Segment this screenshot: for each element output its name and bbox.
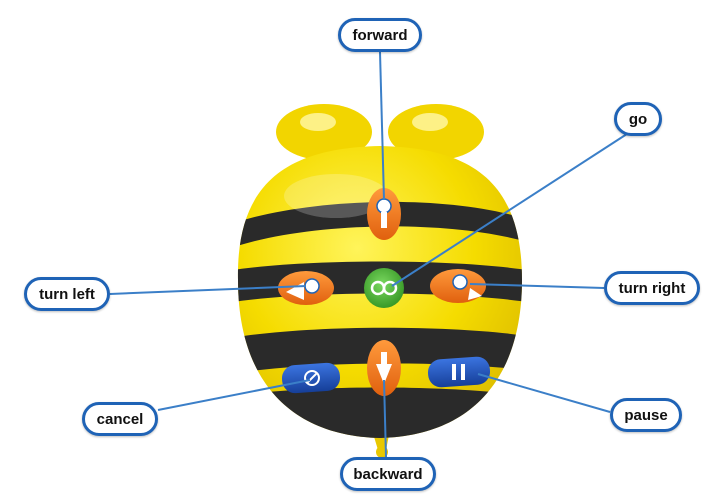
leader-cancel (157, 379, 311, 411)
leader-turn-left (109, 285, 307, 295)
backward-button[interactable] (367, 340, 401, 396)
leader-turn-right (469, 283, 605, 289)
backward-arrow-icon (376, 352, 392, 384)
go-button[interactable] (364, 268, 404, 308)
label-forward: forward (338, 18, 422, 52)
go-icon (370, 280, 398, 296)
label-pause-text: pause (624, 406, 668, 424)
label-turn-left-text: turn left (39, 285, 95, 303)
label-turn-right: turn right (604, 271, 700, 305)
leader-pause (477, 373, 611, 413)
turn-left-button[interactable] (278, 271, 334, 305)
leader-forward (379, 51, 385, 201)
label-cancel-text: cancel (96, 410, 144, 428)
label-cancel: cancel (82, 402, 158, 436)
pause-icon (452, 364, 465, 380)
leader-backward (383, 379, 387, 458)
label-backward-text: backward (353, 465, 423, 483)
pause-button[interactable] (427, 356, 491, 388)
label-forward-text: forward (352, 26, 408, 44)
label-backward: backward (340, 457, 436, 491)
label-go-text: go (628, 110, 648, 128)
turn-right-button[interactable] (430, 269, 486, 303)
leader-go (391, 131, 631, 287)
label-go: go (614, 102, 662, 136)
label-pause: pause (610, 398, 682, 432)
bee-eyes (276, 104, 484, 160)
cancel-button[interactable] (281, 362, 341, 394)
leader-lines (109, 51, 631, 458)
cancel-icon (304, 370, 320, 386)
label-turn-left: turn left (24, 277, 110, 311)
stripe-top (237, 201, 522, 252)
turn-right-arrow-icon (452, 274, 482, 300)
label-turn-right-text: turn right (618, 279, 686, 297)
